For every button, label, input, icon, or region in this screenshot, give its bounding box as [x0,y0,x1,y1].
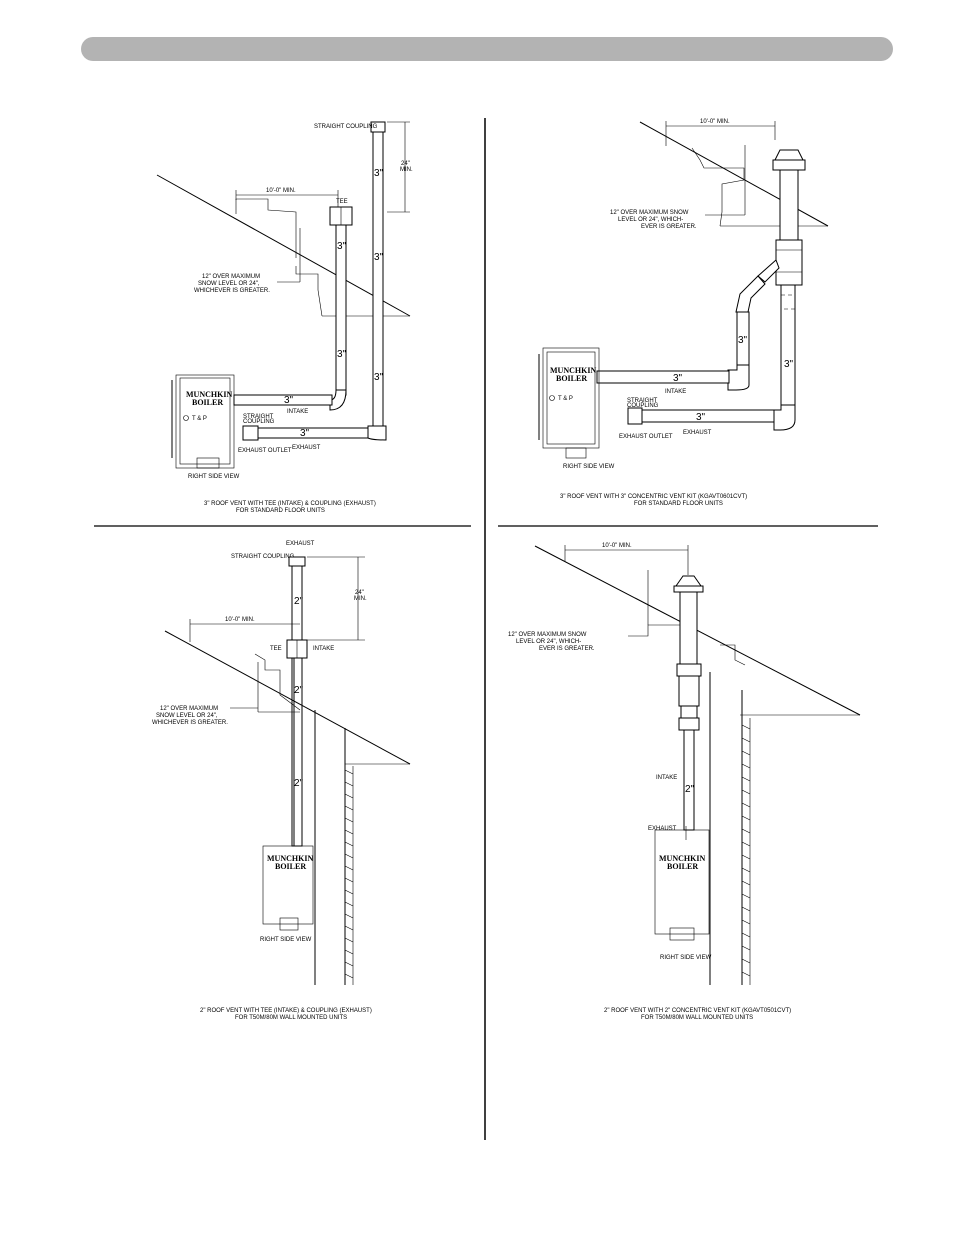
tr-straight-1: STRAIGHT [627,398,658,404]
tr-tp: T & P [558,396,573,402]
bl-snow-1: 12" OVER MAXIMUM [160,706,218,712]
tl-size-2: 3" [337,241,347,252]
tl-snow-label-1: 12" OVER MAXIMUM [202,274,260,280]
tl-ten-min-label: 10'-0" MIN. [266,188,296,194]
tr-exhaust-label: EXHAUST [683,430,712,436]
tl-caption-2: FOR STANDARD FLOOR UNITS [236,508,325,514]
bl-24: 24" [355,590,364,596]
tr-snow-3: EVER IS GREATER. [641,224,697,230]
br-vent-cap [675,575,702,587]
tl-straight-coupling-label: STRAIGHT COUPLING [314,124,378,130]
tr-intake-label: INTAKE [665,389,686,395]
tr-brand-2: BOILER [556,374,587,383]
tl-tp: T & P [192,416,207,422]
tl-24-label: 24" [401,161,410,167]
tr-brand-1: MUNCHKIN [550,366,596,375]
tr-exhaust-outlet: EXHAUST OUTLET [619,434,673,440]
br-caption-1: 2" ROOF VENT WITH 2" CONCENTRIC VENT KIT… [604,1008,791,1014]
bl-size-3: 2" [294,778,304,789]
bl-wall-siding [344,769,354,979]
bl-size-2: 2" [294,685,304,696]
tr-size-1: 3" [738,335,748,346]
tr-exhaust-pipe [780,284,796,411]
bl-ten-min: 10'-0" MIN. [225,617,255,623]
tr-size-3: 3" [673,373,683,384]
tl-exhaust-outlet: EXHAUST OUTLET [238,448,292,454]
bl-exhaust-top: EXHAUST [286,541,315,547]
br-intake-pipe [683,729,695,831]
tl-snow-label-2: SNOW LEVEL OR 24", [198,281,260,287]
br-concentric-pipe [679,591,698,665]
panel-bottom-right: 10'-0" MIN. 12" OVER MAXIMUM SNOW LEVEL … [508,543,861,1021]
tl-tee-label: TEE [336,199,348,205]
tl-size-4: 3" [337,349,347,360]
tl-brand-1: MUNCHKIN [186,390,232,399]
tl-straight-coupling [370,121,386,133]
tl-size-5: 3" [374,372,384,383]
panel-top-right: 10'-0" MIN. 12" OVER MAXIMUM SNOW LEVEL … [538,119,829,507]
br-side-view: RIGHT SIDE VIEW [660,955,712,961]
tl-exhaust-label: EXHAUST [292,445,321,451]
tr-size-4: 3" [696,412,706,423]
tl-brand-2: BOILER [192,398,223,407]
bl-boiler [262,845,314,925]
bl-brand-2: BOILER [275,862,306,871]
tr-vent-cap [774,149,804,161]
bl-straight-coupling-part [288,556,306,567]
tr-concentric-pipe [779,169,799,241]
br-brand-1: MUNCHKIN [659,854,705,863]
bl-caption-1: 2" ROOF VENT WITH TEE (INTAKE) & COUPLIN… [200,1008,372,1014]
tl-straight-small-1: STRAIGHT [243,414,274,420]
tr-straight-2: COUPLING [627,403,659,409]
bl-snow-2: SNOW LEVEL OR 24", [156,713,218,719]
tr-caption-2: FOR STANDARD FLOOR UNITS [634,501,723,507]
tl-min-label: MIN. [400,167,413,173]
tr-caption-1: 3" ROOF VENT WITH 3" CONCENTRIC VENT KIT… [560,494,747,500]
br-ten-min: 10'-0" MIN. [602,543,632,549]
bl-brand-1: MUNCHKIN [267,854,313,863]
tl-caption-1: 3" ROOF VENT WITH TEE (INTAKE) & COUPLIN… [204,501,376,507]
tl-size-6: 3" [284,395,294,406]
br-size: 2" [685,784,695,795]
tl-size-3: 3" [374,252,384,263]
bl-intake-label: INTAKE [313,646,334,652]
tr-size-2: 3" [784,359,794,370]
bl-snow-3: WHICHEVER IS GREATER. [152,720,228,726]
br-boiler [654,829,710,935]
tl-intake-horizontal [233,394,333,406]
tl-size-1: 3" [374,168,384,179]
br-snow-3: EVER IS GREATER. [539,646,595,652]
tr-ten-min-label: 10'-0" MIN. [700,119,730,125]
panel-bottom-left: EXHAUST STRAIGHT COUPLING 24" MIN. 10'-0… [152,541,411,1021]
tr-snow-1: 12" OVER MAXIMUM SNOW [610,210,689,216]
tl-snow-label-3: WHICHEVER IS GREATER. [194,288,270,294]
header-bar [81,37,893,61]
bl-tee-label: TEE [270,646,282,652]
tl-intake-label: INTAKE [287,409,308,415]
tr-side-view: RIGHT SIDE VIEW [563,464,615,470]
tr-exhaust-horizontal [640,409,775,423]
br-wall-siding [741,724,751,977]
tl-side-view: RIGHT SIDE VIEW [188,474,240,480]
tl-size-7: 3" [300,428,310,439]
br-brand-2: BOILER [667,862,698,871]
bl-size-1: 2" [294,596,304,607]
tl-exhaust-horizontal [257,427,371,439]
bl-side-view: RIGHT SIDE VIEW [260,937,312,943]
tr-snow-2: LEVEL OR 24", WHICH- [618,217,683,223]
tl-straight-small-2: COUPLING [243,419,275,425]
br-exhaust-label: EXHAUST [648,826,677,832]
br-snow-2: LEVEL OR 24", WHICH- [516,639,581,645]
bl-caption-2: FOR T50M/80M WALL MOUNTED UNITS [235,1015,347,1021]
br-caption-2: FOR T50M/80M WALL MOUNTED UNITS [641,1015,753,1021]
bl-min: MIN. [354,596,367,602]
panel-top-left: 10'-0" MIN. 12" OVER MAXIMUM SNOW LEVEL … [156,121,413,514]
br-intake-label: INTAKE [656,775,677,781]
bl-straight-coupling: STRAIGHT COUPLING [231,554,295,560]
br-snow-1: 12" OVER MAXIMUM SNOW [508,632,587,638]
tr-intake-horizontal [596,370,730,384]
